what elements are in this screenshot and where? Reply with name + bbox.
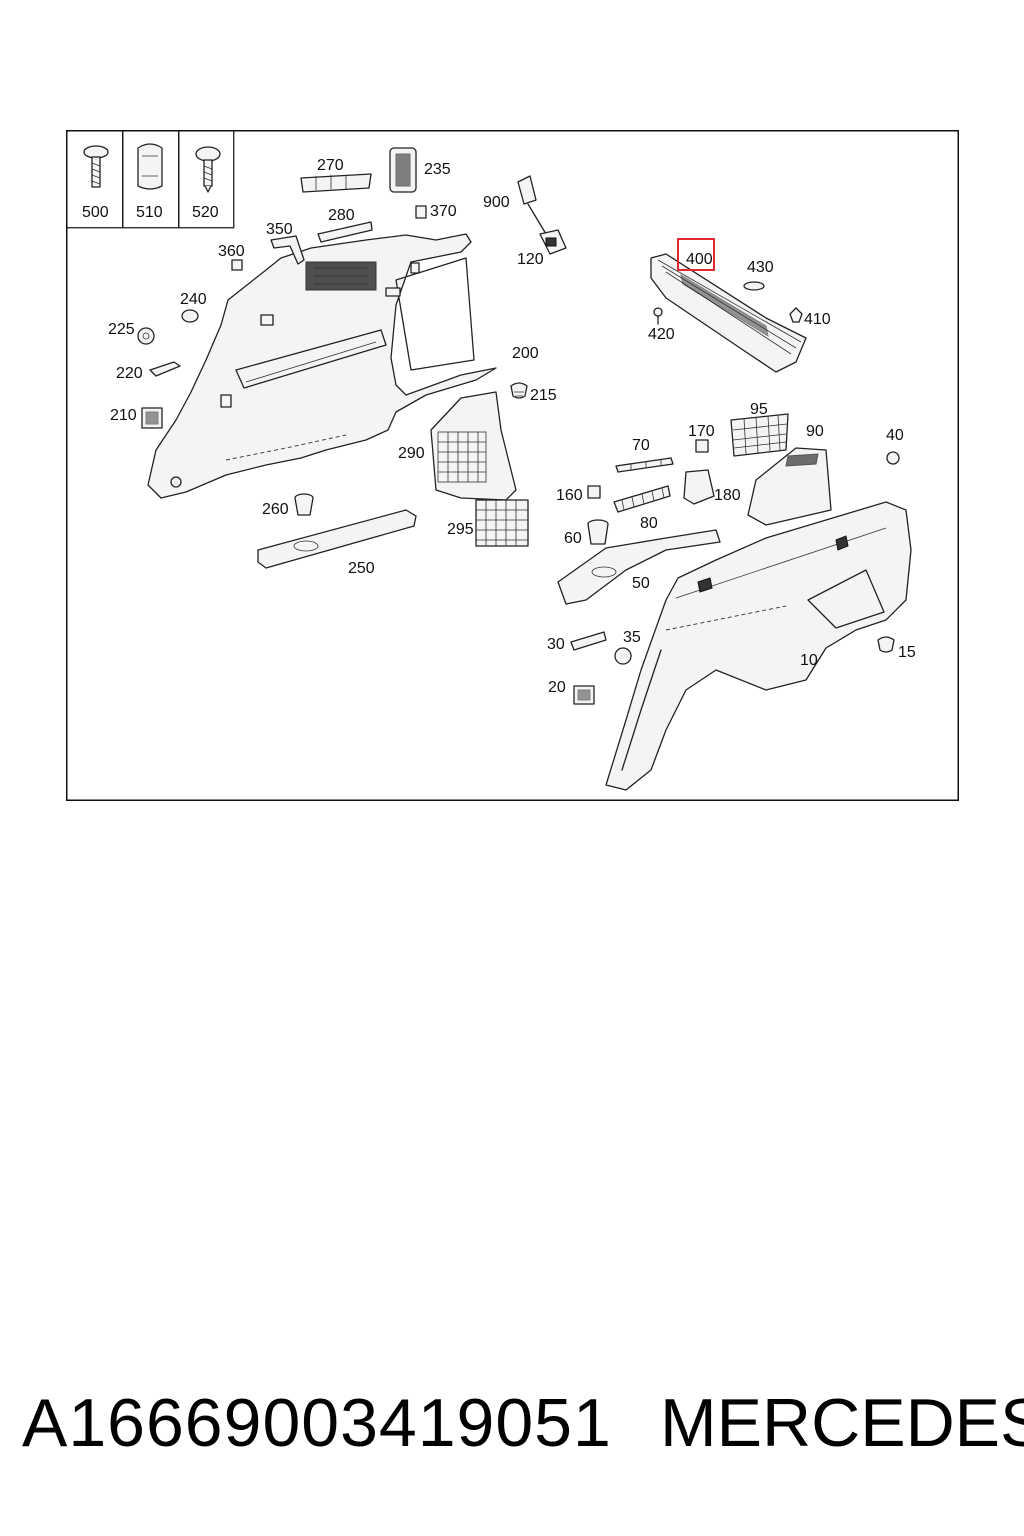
part-80-grille [613, 485, 671, 513]
callout-80: 80 [640, 515, 658, 532]
callout-35: 35 [623, 629, 641, 646]
callout-510: 510 [136, 204, 163, 221]
parts-diagram: 500 510 520 270 235 900 350 280 370 360 120 400 430 2… [66, 130, 959, 801]
callout-410: 410 [804, 311, 831, 328]
part-225-shape [137, 327, 155, 345]
part-260-cup [294, 493, 314, 516]
callout-20: 20 [548, 679, 566, 696]
brand-name: MERCEDES [660, 1385, 1024, 1461]
part-215-shape [510, 382, 528, 399]
callout-170: 170 [688, 423, 715, 440]
part-210-shape [141, 407, 163, 429]
part-370-shape [415, 205, 427, 219]
part-160-shape [587, 485, 601, 499]
callout-225: 225 [108, 321, 135, 338]
callout-270: 270 [317, 157, 344, 174]
part-430-shape [743, 281, 765, 291]
part-20-shape [573, 685, 595, 705]
clip-510-icon [137, 143, 163, 190]
screw-500-icon [83, 145, 109, 188]
callout-360: 360 [218, 243, 245, 260]
callout-250: 250 [348, 560, 375, 577]
callout-40: 40 [886, 427, 904, 444]
part-360-shape [231, 259, 243, 271]
part-95-net [730, 413, 789, 457]
callout-220: 220 [116, 365, 143, 382]
callout-280: 280 [328, 207, 355, 224]
footer: A1666900341905​1 MERCEDES [0, 1378, 1024, 1488]
callout-420: 420 [648, 326, 675, 343]
part-280-shape [317, 221, 373, 243]
callout-350: 350 [266, 221, 293, 238]
callout-900: 900 [483, 194, 510, 211]
callout-290: 290 [398, 445, 425, 462]
diagram-border [66, 130, 959, 801]
callout-260: 260 [262, 501, 289, 518]
callout-160: 160 [556, 487, 583, 504]
part-420-shape [653, 307, 663, 325]
part-235-shape [389, 147, 417, 193]
diagram-canvas: 500 510 520 270 235 900 350 280 370 360 120 400 430 2… [66, 130, 959, 801]
callout-10: 10 [800, 652, 818, 669]
callout-95: 95 [750, 401, 768, 418]
part-170-shape [695, 439, 709, 453]
callout-180: 180 [714, 487, 741, 504]
part-290-net-panel [430, 391, 517, 501]
part-number: A1666900341905​1 [22, 1385, 612, 1461]
callout-30: 30 [547, 636, 565, 653]
callout-210: 210 [110, 407, 137, 424]
callout-370: 370 [430, 203, 457, 220]
callout-520: 520 [192, 204, 219, 221]
callout-70: 70 [632, 437, 650, 454]
part-30-shape [570, 631, 607, 651]
part-50-trim [557, 529, 721, 605]
callout-400: 400 [686, 251, 713, 268]
callout-50: 50 [632, 575, 650, 592]
part-410-shape [789, 307, 803, 323]
part-70-strip [615, 457, 674, 473]
left-side-trim-panel [147, 233, 497, 499]
callout-90: 90 [806, 423, 824, 440]
part-400-sill-panel [650, 253, 807, 373]
part-40-shape [886, 451, 900, 465]
callout-240: 240 [180, 291, 207, 308]
callout-295: 295 [447, 521, 474, 538]
fastener-legend [66, 130, 235, 229]
callout-60: 60 [564, 530, 582, 547]
highlight-box-400 [677, 238, 715, 271]
part-350-shape [270, 235, 305, 265]
part-35-shape [614, 647, 632, 665]
callout-200: 200 [512, 345, 539, 362]
part-120-shape [539, 229, 567, 255]
callout-235: 235 [424, 161, 451, 178]
callout-15: 15 [898, 644, 916, 661]
callout-430: 430 [747, 259, 774, 276]
part-90-cover [747, 447, 832, 526]
part-240-shape [181, 309, 199, 323]
part-10-side-panel [605, 501, 912, 791]
part-250-trim-bar [257, 509, 417, 569]
part-270-shape [300, 173, 372, 193]
part-295-net [475, 499, 529, 547]
callout-500: 500 [82, 204, 109, 221]
part-900-shape [517, 175, 547, 235]
part-180-bracket [683, 469, 715, 505]
callout-215: 215 [530, 387, 557, 404]
part-15-shape [877, 636, 895, 653]
screw-520-icon [195, 146, 221, 193]
part-60-cup [587, 519, 609, 545]
part-220-shape [149, 361, 181, 377]
callout-labels: 500 510 520 270 235 900 350 280 370 360 120 400 430 2… [82, 157, 916, 696]
callout-120: 120 [517, 251, 544, 268]
